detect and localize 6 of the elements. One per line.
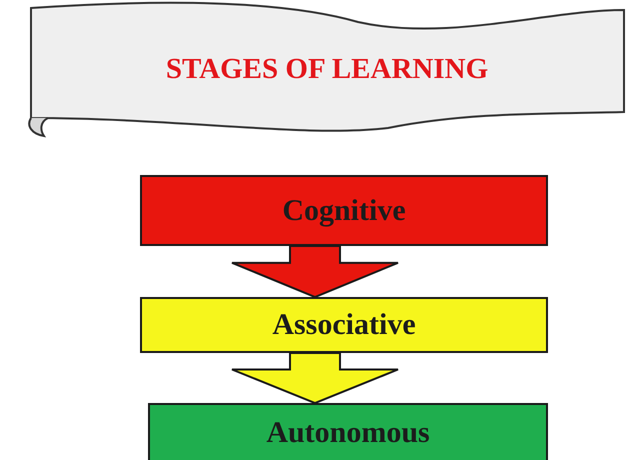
block-arrow (231, 352, 399, 404)
block-arrow (231, 245, 399, 298)
stage-box: Associative (140, 297, 548, 353)
stage-box: Cognitive (140, 175, 548, 246)
title-text: STAGES OF LEARNING (166, 52, 488, 86)
stage-box: Autonomous (148, 403, 548, 460)
